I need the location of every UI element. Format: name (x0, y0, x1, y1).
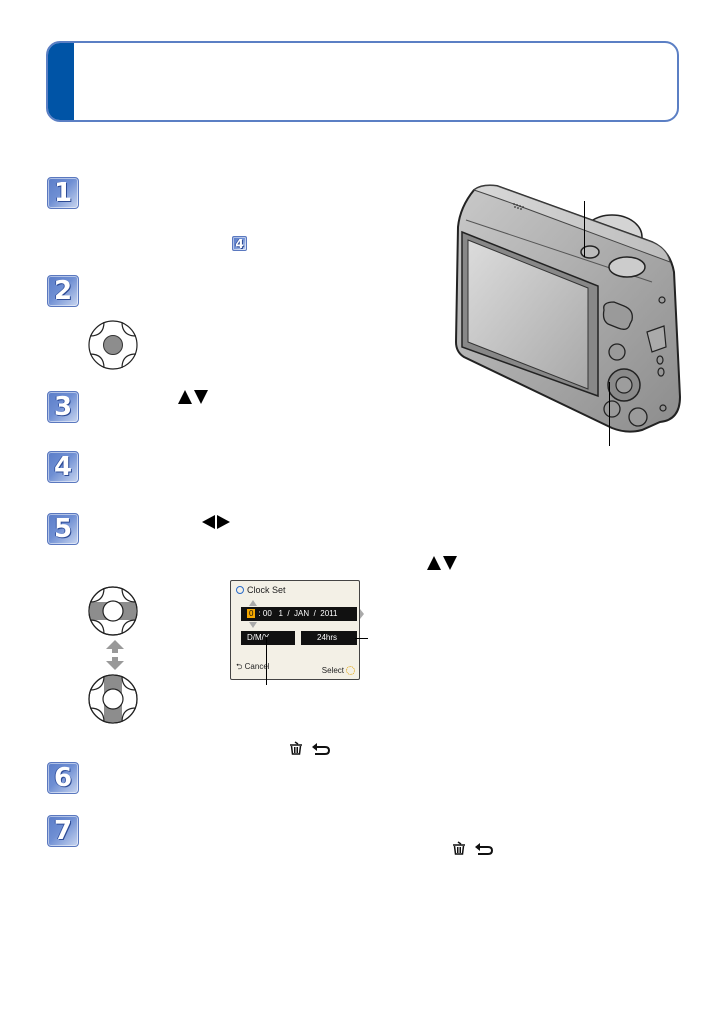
right-arrow-icon (360, 609, 364, 619)
callout-line-time-format (355, 638, 368, 639)
down-arrow-icon (249, 622, 257, 628)
step-5-badge: 5 (47, 513, 79, 545)
step-2-badge: 2 (47, 275, 79, 307)
cursor-button-center-icon (88, 320, 138, 370)
up-down-arrows-icon (178, 390, 208, 404)
date-format-field: D/M/Y (241, 631, 295, 645)
clock-set-title: Clock Set (247, 585, 286, 595)
step-6-badge: 6 (47, 762, 79, 794)
trash-return-icons (453, 841, 494, 855)
return-icon: ⮌ (236, 662, 245, 671)
cursor-button-left-right-icon (88, 586, 138, 636)
camera-illustration (454, 184, 682, 433)
callout-line-date-format (266, 637, 267, 685)
trash-icon (290, 741, 302, 755)
callout-line-top-button (584, 201, 585, 257)
trash-icon (453, 841, 465, 855)
left-right-arrows-icon (202, 515, 230, 529)
clock-icon (236, 586, 244, 594)
return-icon (312, 743, 331, 755)
time-format-field: 24hrs (301, 631, 357, 645)
cursor-button-up-down-icon (88, 674, 138, 724)
step-4-badge: 4 (47, 451, 79, 483)
step-ref-badge: 4 (232, 236, 247, 251)
select-hint: Select (322, 666, 355, 675)
header-accent-bar (48, 43, 74, 120)
cancel-hint: ⮌ Cancel (236, 662, 270, 671)
up-arrow-icon (249, 600, 257, 606)
date-time-bar: 0: 00 1 / JAN / 2011 (241, 607, 357, 621)
return-icon (475, 843, 494, 855)
cursor-select-icon (346, 666, 355, 675)
step-1-badge: 1 (47, 177, 79, 209)
date-time-rest: : 00 1 / JAN / 2011 (258, 609, 338, 618)
step-7-badge: 7 (47, 815, 79, 847)
step-3-badge: 3 (47, 391, 79, 423)
trash-return-icons (290, 741, 331, 755)
section-header (46, 41, 679, 122)
up-down-arrows-icon (427, 556, 457, 570)
callout-line-cursor-button (609, 382, 610, 446)
hour-field: 0 (247, 609, 256, 618)
clock-set-screen: Clock Set 0: 00 1 / JAN / 2011 D/M/Y 24h… (230, 580, 364, 680)
swap-arrow-icon (106, 640, 124, 670)
